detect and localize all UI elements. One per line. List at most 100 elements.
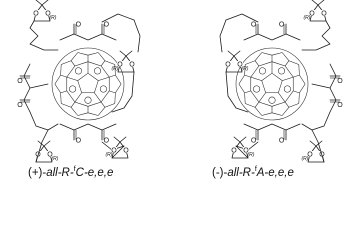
cage-edge — [293, 90, 300, 94]
oxygen-atom-label: O — [279, 138, 285, 145]
caption-right-stereo-prefix: all-R- — [227, 167, 255, 179]
methyl-bond — [315, 140, 323, 147]
cage-edge — [282, 107, 290, 116]
cage-edge — [87, 52, 99, 56]
cage-edge — [70, 101, 76, 108]
cage-inner-ring — [99, 85, 107, 93]
label-mask — [45, 10, 51, 16]
label-mask — [321, 10, 327, 16]
cage-edge — [60, 74, 67, 78]
methyl-bond — [41, 0, 49, 6]
compound-caption-left: (+)-all-R-fC-e,e,e — [28, 166, 114, 179]
oxygen-atom-label: O — [111, 148, 117, 155]
stereo-descriptor: (R) — [304, 15, 311, 21]
dioxolane-bond — [309, 12, 327, 22]
label-mask — [231, 147, 237, 153]
cage-edge — [254, 107, 262, 116]
cage-edge — [109, 74, 116, 78]
bond — [111, 71, 135, 113]
oxygen-atom-label: O — [104, 138, 110, 145]
acetonide-group: OO(R) — [112, 50, 135, 73]
stereo-descriptor: (R) — [52, 156, 59, 162]
oxygen-atom-label: O — [243, 148, 249, 155]
oxygen-atom-label: O — [231, 148, 237, 155]
cage-edge — [61, 60, 72, 65]
cage-edge — [299, 74, 306, 85]
label-mask — [237, 61, 243, 67]
dioxolane-bond — [117, 63, 135, 73]
label-mask — [309, 10, 315, 16]
oxygen-atom-label: O — [337, 102, 343, 109]
oxygen-atom-label: O — [225, 62, 231, 69]
oxygen-atom-label: O — [337, 78, 343, 85]
cage-edge — [66, 76, 78, 81]
bond — [111, 145, 125, 159]
bond — [301, 111, 331, 131]
acetonide-group: OO(R) — [302, 140, 325, 163]
cage-edge — [70, 60, 76, 67]
cage-edge — [104, 103, 115, 108]
cage-edge — [115, 74, 122, 85]
cage-edge — [238, 83, 245, 94]
compound-caption-right: (-)-all-R-fA-e,e,e — [212, 166, 294, 179]
bond — [219, 19, 227, 53]
caption-left-stereo-prefix: all-R- — [46, 167, 74, 179]
cage-inner-ring — [69, 85, 77, 93]
cage-edge — [254, 52, 262, 61]
cage-edge — [114, 64, 116, 76]
caption-right-prefix: (-)- — [212, 167, 228, 179]
fullerene-cage — [51, 47, 125, 121]
cage-edge — [98, 52, 106, 61]
bond — [29, 20, 59, 51]
bond — [23, 63, 31, 113]
oxygen-atom-label: O — [309, 11, 315, 18]
cage-outline — [51, 47, 125, 121]
caption-left-superscript: f — [73, 166, 76, 174]
methyl-bond — [113, 136, 121, 143]
oxygen-atom-label: O — [104, 22, 110, 29]
bond — [329, 63, 337, 113]
stereo-descriptor: (R) — [302, 156, 309, 162]
methyl-bond — [309, 140, 317, 147]
oxygen-atom-label: O — [45, 11, 51, 18]
cage-inner-ring — [94, 67, 102, 75]
methyl-bond — [317, 0, 325, 6]
cage-edge — [98, 76, 110, 81]
methyl-bond — [125, 50, 133, 57]
cage-edge — [77, 112, 89, 116]
cage-edge — [278, 92, 286, 103]
acetonide-group: OO(R) — [304, 0, 327, 22]
bond — [133, 19, 141, 53]
cage-edge — [70, 52, 78, 61]
cage-edge — [284, 60, 290, 67]
cage-edge — [244, 90, 251, 94]
oxygen-atom-label: O — [17, 102, 23, 109]
cage-outline — [235, 47, 309, 121]
cage-edge — [94, 92, 102, 103]
bond — [29, 111, 59, 131]
caption-right-suffix: A-e,e,e — [256, 167, 294, 179]
bond — [29, 83, 49, 89]
cage-edge — [54, 74, 61, 85]
caption-left-prefix: (+)- — [28, 167, 47, 179]
cage-edge — [100, 60, 106, 67]
oxygen-atom-label: O — [76, 138, 82, 145]
caption-left-suffix: C-e,e,e — [75, 167, 114, 179]
cage-edge — [245, 60, 256, 65]
methyl-bond — [43, 140, 51, 147]
methyl-bond — [311, 0, 319, 6]
oxygen-atom-label: O — [321, 11, 327, 18]
cage-edge — [250, 76, 262, 81]
cage-inner-ring — [253, 85, 261, 93]
cage-edge — [54, 83, 61, 94]
methyl-bond — [239, 136, 247, 143]
cage-edge — [238, 74, 245, 85]
methyl-bond — [35, 0, 43, 6]
cage-edge — [87, 112, 99, 116]
oxygen-atom-label: O — [47, 152, 53, 159]
bond — [225, 71, 249, 113]
cage-edge — [298, 64, 300, 76]
